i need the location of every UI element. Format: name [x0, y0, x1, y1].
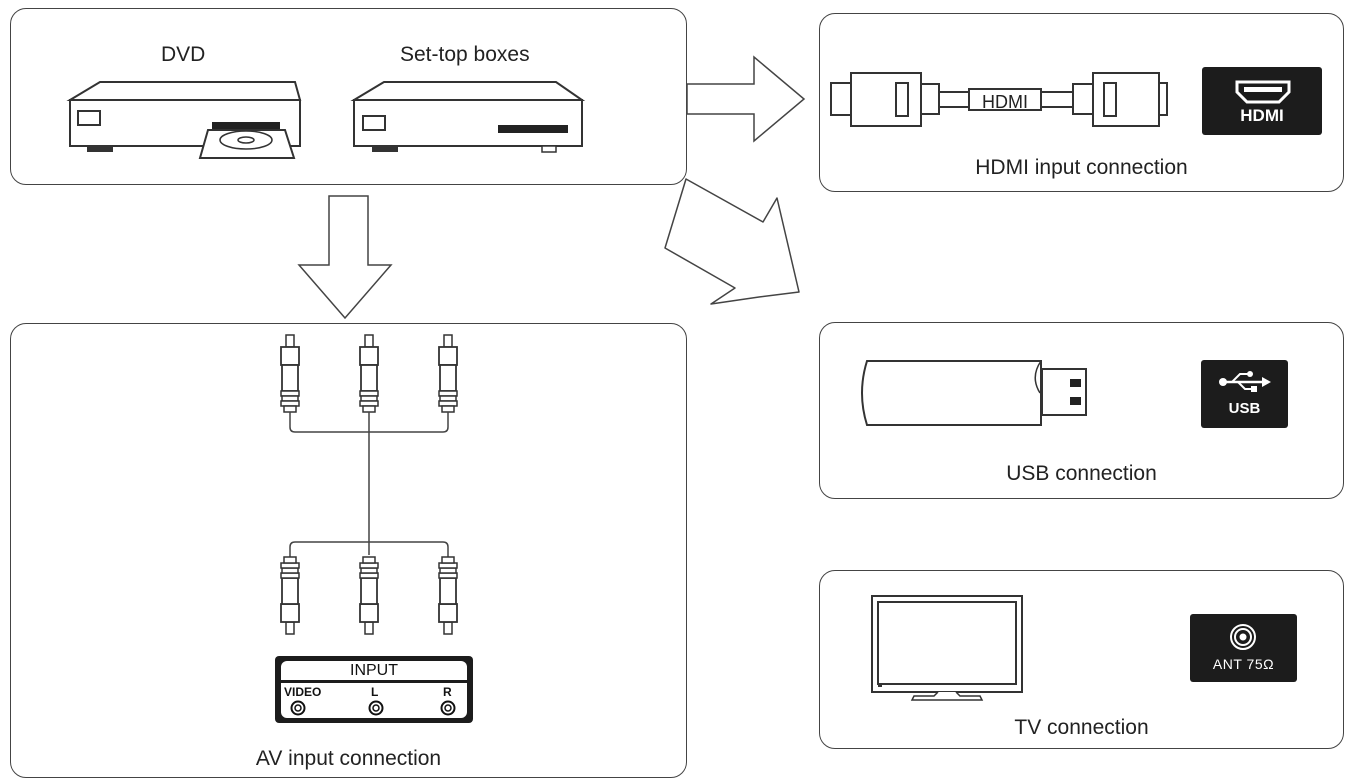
- av-input-title: INPUT: [350, 662, 398, 679]
- hdmi-cable-label: HDMI: [982, 92, 1028, 112]
- jack-l-icon: [368, 700, 384, 716]
- av-input-panel: INPUT VIDEO L R: [275, 656, 473, 723]
- dvd-player-icon: [66, 81, 302, 159]
- jack-l-label: L: [371, 685, 379, 699]
- set-top-box-icon: [350, 81, 586, 153]
- hdmi-port-icon: [1235, 80, 1291, 104]
- av-caption: AV input connection: [255, 747, 442, 770]
- hdmi-port-badge: HDMI: [1202, 67, 1322, 135]
- arrow-right: [686, 55, 806, 143]
- jack-r-label: R: [443, 685, 452, 699]
- tv-icon: [871, 595, 1023, 701]
- usb-caption: USB connection: [1006, 462, 1157, 485]
- antenna-port-label: ANT 75Ω: [1212, 656, 1275, 672]
- usb-port-badge: USB: [1201, 360, 1288, 428]
- jack-video-icon: [290, 700, 306, 716]
- hdmi-cable-icon: [830, 72, 1168, 127]
- av-input-divider: [281, 680, 467, 683]
- usb-stick-icon: [861, 360, 1087, 426]
- jack-video-label: VIDEO: [284, 685, 322, 699]
- tv-caption: TV connection: [1014, 716, 1149, 739]
- arrow-diagonal: [664, 178, 800, 305]
- arrow-down: [297, 195, 393, 320]
- usb-port-label: USB: [1228, 400, 1261, 417]
- antenna-port-badge: ANT 75Ω: [1190, 614, 1297, 682]
- usb-symbol-icon: [1219, 371, 1271, 392]
- rca-cable-icon: [280, 334, 458, 635]
- dvd-label: DVD: [161, 43, 206, 66]
- set-top-box-label: Set-top boxes: [400, 43, 530, 66]
- hdmi-caption: HDMI input connection: [975, 156, 1188, 179]
- antenna-connector-icon: [1230, 624, 1256, 650]
- hdmi-port-label: HDMI: [1240, 106, 1284, 125]
- jack-r-icon: [440, 700, 456, 716]
